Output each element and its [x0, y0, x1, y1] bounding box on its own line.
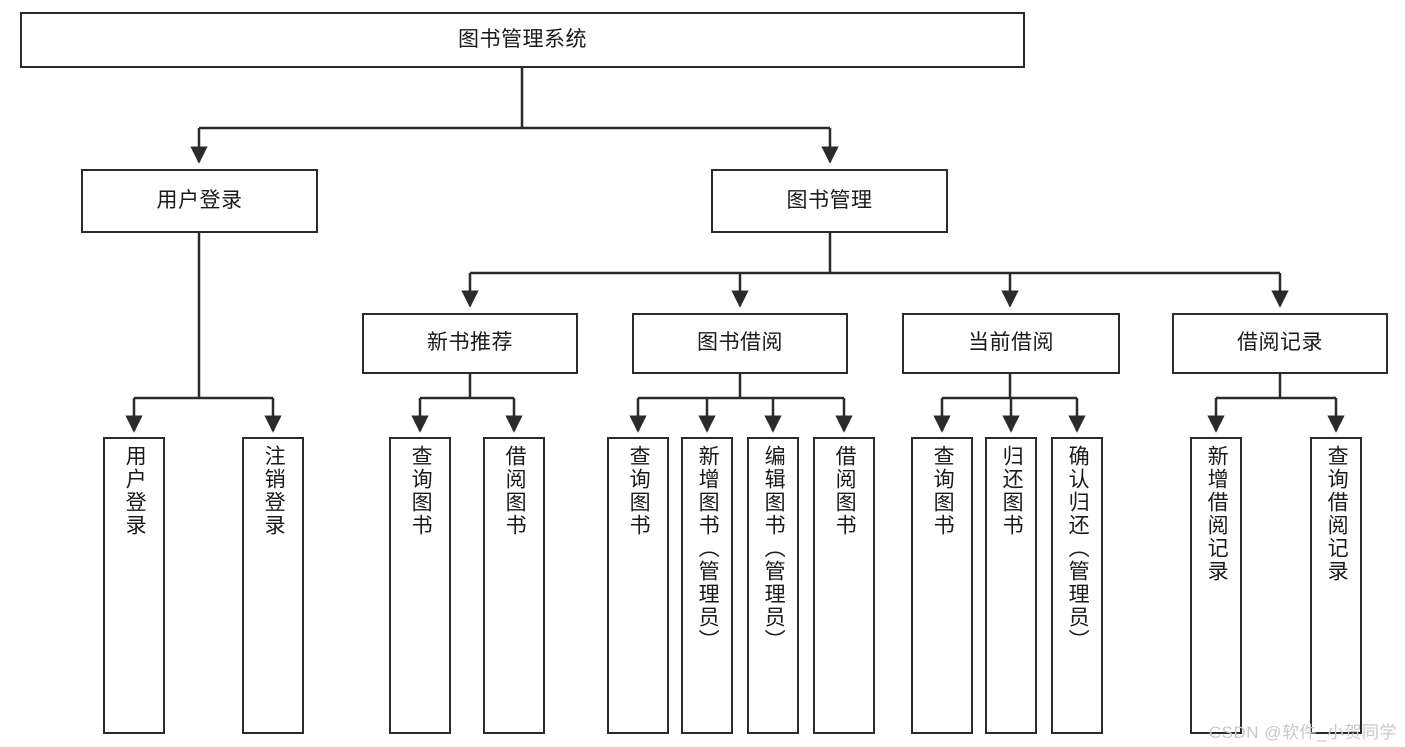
node-label: 编辑图书（管理员）	[762, 445, 786, 652]
node-leaf-edit-book-admin[interactable]: 编辑图书（管理员）	[747, 437, 799, 734]
node-label: 新增借阅记录	[1205, 445, 1229, 583]
node-leaf-query-book-current[interactable]: 查询图书	[911, 437, 973, 734]
node-leaf-query-borrow-record[interactable]: 查询借阅记录	[1310, 437, 1362, 734]
connector-group	[125, 68, 1345, 433]
node-label: 查询图书	[931, 445, 955, 537]
node-label: 借阅图书	[833, 445, 857, 537]
node-label: 归还图书	[1000, 445, 1024, 537]
node-level2-book-management[interactable]: 图书管理	[711, 169, 948, 233]
node-label: 借阅记录	[1237, 331, 1323, 355]
node-label: 查询图书	[409, 445, 433, 537]
node-leaf-borrow-book-newbook[interactable]: 借阅图书	[483, 437, 545, 734]
node-label: 查询图书	[627, 445, 651, 537]
node-label: 查询借阅记录	[1325, 445, 1349, 583]
node-label: 用户登录	[156, 188, 243, 212]
node-leaf-return-book[interactable]: 归还图书	[985, 437, 1037, 734]
node-label: 图书管理	[786, 188, 873, 212]
node-label: 借阅图书	[503, 445, 527, 537]
node-label: 用户登录	[123, 445, 147, 537]
node-level3-new-book-recommend[interactable]: 新书推荐	[362, 313, 578, 374]
node-leaf-add-borrow-record[interactable]: 新增借阅记录	[1190, 437, 1242, 734]
node-root[interactable]: 图书管理系统	[20, 12, 1025, 68]
node-leaf-add-book-admin[interactable]: 新增图书（管理员）	[681, 437, 733, 734]
node-label: 新书推荐	[427, 331, 513, 355]
node-leaf-query-book-newbook[interactable]: 查询图书	[389, 437, 451, 734]
watermark: CSDN @软件_小贺同学	[1208, 723, 1397, 742]
node-label: 当前借阅	[968, 331, 1054, 355]
node-leaf-logout[interactable]: 注销登录	[242, 437, 304, 734]
node-label: 新增图书（管理员）	[696, 445, 720, 652]
node-level2-user-login[interactable]: 用户登录	[81, 169, 318, 233]
node-label: 图书借阅	[697, 331, 783, 355]
node-leaf-query-book-borrow[interactable]: 查询图书	[607, 437, 669, 734]
node-root-label: 图书管理系统	[458, 27, 587, 51]
node-label: 确认归还（管理员）	[1066, 445, 1090, 652]
node-level3-current-borrow[interactable]: 当前借阅	[902, 313, 1120, 374]
node-leaf-confirm-return-admin[interactable]: 确认归还（管理员）	[1051, 437, 1103, 734]
node-leaf-lend-book[interactable]: 借阅图书	[813, 437, 875, 734]
node-leaf-user-login[interactable]: 用户登录	[103, 437, 165, 734]
node-label: 注销登录	[262, 445, 286, 537]
node-level3-borrow-records[interactable]: 借阅记录	[1172, 313, 1388, 374]
node-level3-book-borrow[interactable]: 图书借阅	[632, 313, 848, 374]
